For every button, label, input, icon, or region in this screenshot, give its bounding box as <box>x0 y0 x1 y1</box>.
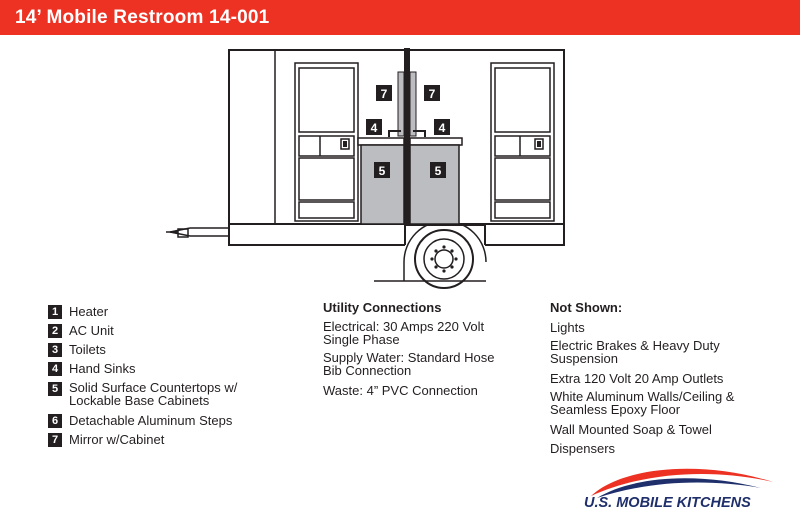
logo-swoosh-red <box>591 468 773 496</box>
legend-label: AC Unit <box>69 323 114 338</box>
not-shown-item: Extra 120 Volt 20 Amp Outlets <box>550 371 724 386</box>
callout-4-left <box>366 119 382 135</box>
callout-7-left-label: 7 <box>381 87 388 101</box>
utility-item: Supply Water: Standard Hose Bib Connecti… <box>323 350 495 378</box>
utility-item: Waste: 4” PVC Connection <box>323 383 478 398</box>
callouts: 7 7 4 4 5 5 <box>366 85 450 178</box>
legend-label: Detachable Aluminum Steps <box>69 413 233 428</box>
legend-label: Mirror w/Cabinet <box>69 432 165 447</box>
utility-heading: Utility Connections <box>323 300 442 315</box>
callout-4-left-label: 4 <box>371 121 378 135</box>
callout-7-right-label: 7 <box>429 87 436 101</box>
not-shown-heading: Not Shown: <box>550 300 623 315</box>
right-faucet <box>413 130 426 137</box>
callout-4-right <box>434 119 450 135</box>
company-logo <box>591 468 773 498</box>
hitch <box>166 227 229 238</box>
legend-label: Heater <box>69 304 109 319</box>
not-shown-item: White Aluminum Walls/Ceiling & Seamless … <box>550 389 735 417</box>
callout-7-right <box>424 85 440 101</box>
legend-number: 2 <box>48 324 62 338</box>
legend: 1 Heater 2 AC Unit 3 Toilets 4 Hand Sink… <box>48 304 308 454</box>
callout-7-left <box>376 85 392 101</box>
not-shown-item: Wall Mounted Soap & Towel <box>550 422 712 437</box>
callout-5-right <box>430 162 446 178</box>
legend-label: Toilets <box>69 342 106 357</box>
legend-number: 5 <box>48 382 62 396</box>
legend-label: Hand Sinks <box>69 361 136 376</box>
not-shown-item: Electric Brakes & Heavy Duty Suspension <box>550 338 720 366</box>
wheel-well-outline <box>404 224 486 245</box>
legend-number: 1 <box>48 305 62 319</box>
utility-connections: Utility Connections Electrical: 30 Amps … <box>323 300 523 410</box>
vanities <box>357 137 463 225</box>
logo-swoosh-blue <box>597 478 761 498</box>
page-title: 14’ Mobile Restroom 14-001 <box>15 7 270 28</box>
left-door <box>294 62 359 222</box>
not-shown-item: Lights <box>550 320 585 335</box>
utility-item: Electrical: 30 Amps 220 Volt Single Phas… <box>323 319 485 347</box>
callout-5-left <box>374 162 390 178</box>
callout-5-left-label: 5 <box>379 164 386 178</box>
trailer-outline <box>228 49 565 246</box>
legend-number: 7 <box>48 433 62 447</box>
legend-number: 3 <box>48 343 62 357</box>
center-partition <box>404 48 410 224</box>
title-bar: 14’ Mobile Restroom 14-001 <box>0 0 800 35</box>
right-door <box>490 62 555 222</box>
legend-number: 4 <box>48 362 62 376</box>
legend-label: Solid Surface Countertops w/ Lockable Ba… <box>69 380 238 408</box>
not-shown: Not Shown: Lights Electric Brakes & Heav… <box>550 300 780 460</box>
left-faucet <box>388 130 401 137</box>
trailer-drawing: 7 7 4 4 5 5 <box>166 48 565 289</box>
right-mirror <box>409 71 417 137</box>
legend-number: 6 <box>48 414 62 428</box>
callout-5-right-label: 5 <box>435 164 442 178</box>
callout-4-right-label: 4 <box>439 121 446 135</box>
left-mirror <box>397 71 405 137</box>
logo-wordmark: U.S. MOBILE KITCHENS <box>584 495 751 511</box>
not-shown-item: Dispensers <box>550 441 616 456</box>
